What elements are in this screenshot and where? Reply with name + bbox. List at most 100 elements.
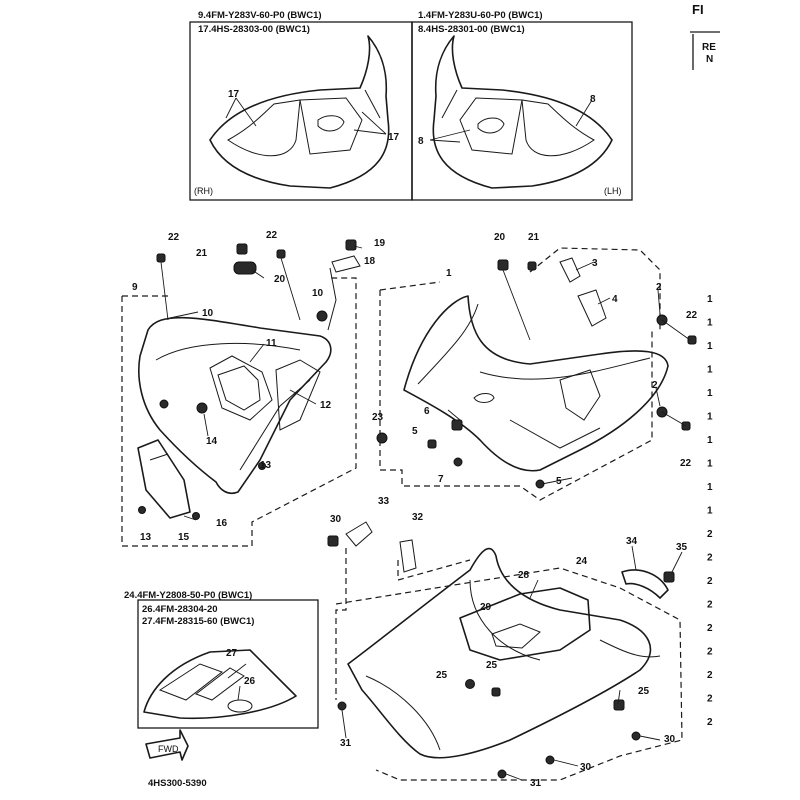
- callout-15: 15: [178, 532, 190, 543]
- callout-21: 21: [528, 232, 540, 243]
- rh-decal-frame: [189, 21, 413, 201]
- callout-33: 33: [378, 496, 390, 507]
- edge-number-fragment: 2: [707, 647, 713, 658]
- callout-22: 22: [168, 232, 180, 243]
- edge-number-fragment: 1: [707, 294, 713, 305]
- callout-25: 25: [638, 686, 650, 697]
- under-assembly-dash: [335, 567, 683, 781]
- edge-number-fragment: 1: [707, 318, 713, 329]
- lh-side-label: (LH): [604, 186, 622, 196]
- callout-numbers: 17 17 8 8 22 21 22 20 19 18 10 10 9 11 1…: [132, 89, 698, 789]
- edge-number-fragment: 2: [707, 576, 713, 587]
- rh-side-label: (RH): [194, 186, 213, 196]
- rh-cowling-assembly: [121, 277, 357, 547]
- callout-35: 35: [676, 542, 688, 553]
- callout-8: 8: [418, 136, 424, 147]
- callout-20: 20: [494, 232, 506, 243]
- callout-12: 12: [320, 400, 332, 411]
- under-inner-panel: [459, 587, 591, 661]
- callout-16: 16: [216, 518, 228, 529]
- lh-assembly-dash: [379, 290, 653, 501]
- edge-number-fragment: 2: [707, 600, 713, 611]
- edge-number-fragment: 1: [707, 341, 713, 352]
- rh-side-cowl-outline: [209, 35, 390, 189]
- under-decal-sketch: [143, 649, 297, 720]
- callout-22: 22: [266, 230, 278, 241]
- callout-19: 19: [374, 238, 386, 249]
- callout-20: 20: [274, 274, 286, 285]
- ref-fragment-2: N: [706, 54, 713, 65]
- callout-21: 21: [196, 248, 208, 259]
- callout-24: 24: [576, 556, 588, 567]
- edge-number-fragment: 1: [707, 365, 713, 376]
- lh-top-hardware: [497, 257, 697, 431]
- edge-number-fragment: 1: [707, 506, 713, 517]
- callout-13: 13: [260, 460, 272, 471]
- callout-13: 13: [140, 532, 152, 543]
- under-cowl-assembly: [327, 521, 683, 781]
- rh-top-hardware: [156, 239, 361, 331]
- callout-5: 5: [556, 476, 562, 487]
- callout-25: 25: [486, 660, 498, 671]
- rh-inner-cowl: [138, 316, 332, 495]
- callout-5: 5: [412, 426, 418, 437]
- lh-inner-cowl: [403, 295, 669, 472]
- callout-18: 18: [364, 256, 376, 267]
- lh-decal-part-line2: 8.4HS-28301-00 (BWC1): [418, 24, 525, 35]
- callout-8: 8: [590, 94, 596, 105]
- under-cowl-main: [347, 547, 652, 759]
- callout-4: 4: [612, 294, 618, 305]
- callout-30: 30: [664, 734, 676, 745]
- under-decal-part-line2: 26.4FM-28304-20: [142, 604, 218, 615]
- edge-number-fragment: 1: [707, 388, 713, 399]
- callout-29: 29: [480, 602, 492, 613]
- fwd-label: FWD: [158, 744, 179, 754]
- ref-fragment-1: RE: [702, 42, 716, 53]
- edge-number-fragment: 2: [707, 670, 713, 681]
- leader-lines: [169, 97, 683, 781]
- rh-assembly-dash: [121, 277, 357, 547]
- edge-number-fragment: 1: [707, 412, 713, 423]
- edge-number-fragment: 2: [707, 529, 713, 540]
- under-decal-part-line3: 27.4FM-28315-60 (BWC1): [142, 616, 254, 627]
- edge-number-fragment: 2: [707, 717, 713, 728]
- callout-2: 2: [656, 282, 662, 293]
- callout-28: 28: [518, 570, 530, 581]
- rh-lower-bracket: [137, 439, 191, 519]
- diagram-code: 4HS300-5390: [148, 778, 207, 789]
- lh-cowling-assembly: [376, 247, 669, 501]
- callout-9: 9: [132, 282, 138, 293]
- callout-10: 10: [202, 308, 214, 319]
- callout-34: 34: [626, 536, 638, 547]
- under-decal-frame: [137, 599, 319, 729]
- callout-26: 26: [244, 676, 256, 687]
- callout-14: 14: [206, 436, 218, 447]
- edge-number-fragment: 2: [707, 553, 713, 564]
- callout-32: 32: [412, 512, 424, 523]
- edge-number-fragment: 1: [707, 459, 713, 470]
- rh-decal-part-line2: 17.4HS-28303-00 (BWC1): [198, 24, 310, 35]
- forward-arrow-icon: FWD: [145, 729, 189, 761]
- callout-3: 3: [592, 258, 598, 269]
- callout-27: 27: [226, 648, 238, 659]
- edge-number-fragment: 1: [707, 435, 713, 446]
- callout-22: 22: [686, 310, 698, 321]
- under-decal-box: 24.4FM-Y2808-50-P0 (BWC1) 26.4FM-28304-2…: [124, 590, 319, 729]
- rh-decal-part-line1: 9.4FM-Y283V-60-P0 (BWC1): [198, 10, 322, 21]
- lh-decal-part-line1: 1.4FM-Y283U-60-P0 (BWC1): [418, 10, 543, 21]
- edge-number-fragment: 1: [707, 482, 713, 493]
- callout-2: 2: [652, 380, 658, 391]
- fig-fragment: FI: [692, 2, 704, 17]
- callout-30: 30: [580, 762, 592, 773]
- callout-31: 31: [530, 778, 542, 789]
- under-decal-part-line1: 24.4FM-Y2808-50-P0 (BWC1): [124, 590, 252, 601]
- callout-31: 31: [340, 738, 352, 749]
- callout-17: 17: [228, 89, 240, 100]
- lh-decal-frame: [411, 21, 633, 201]
- callout-1: 1: [446, 268, 452, 279]
- edge-number-fragment: 2: [707, 694, 713, 705]
- callout-22: 22: [680, 458, 692, 469]
